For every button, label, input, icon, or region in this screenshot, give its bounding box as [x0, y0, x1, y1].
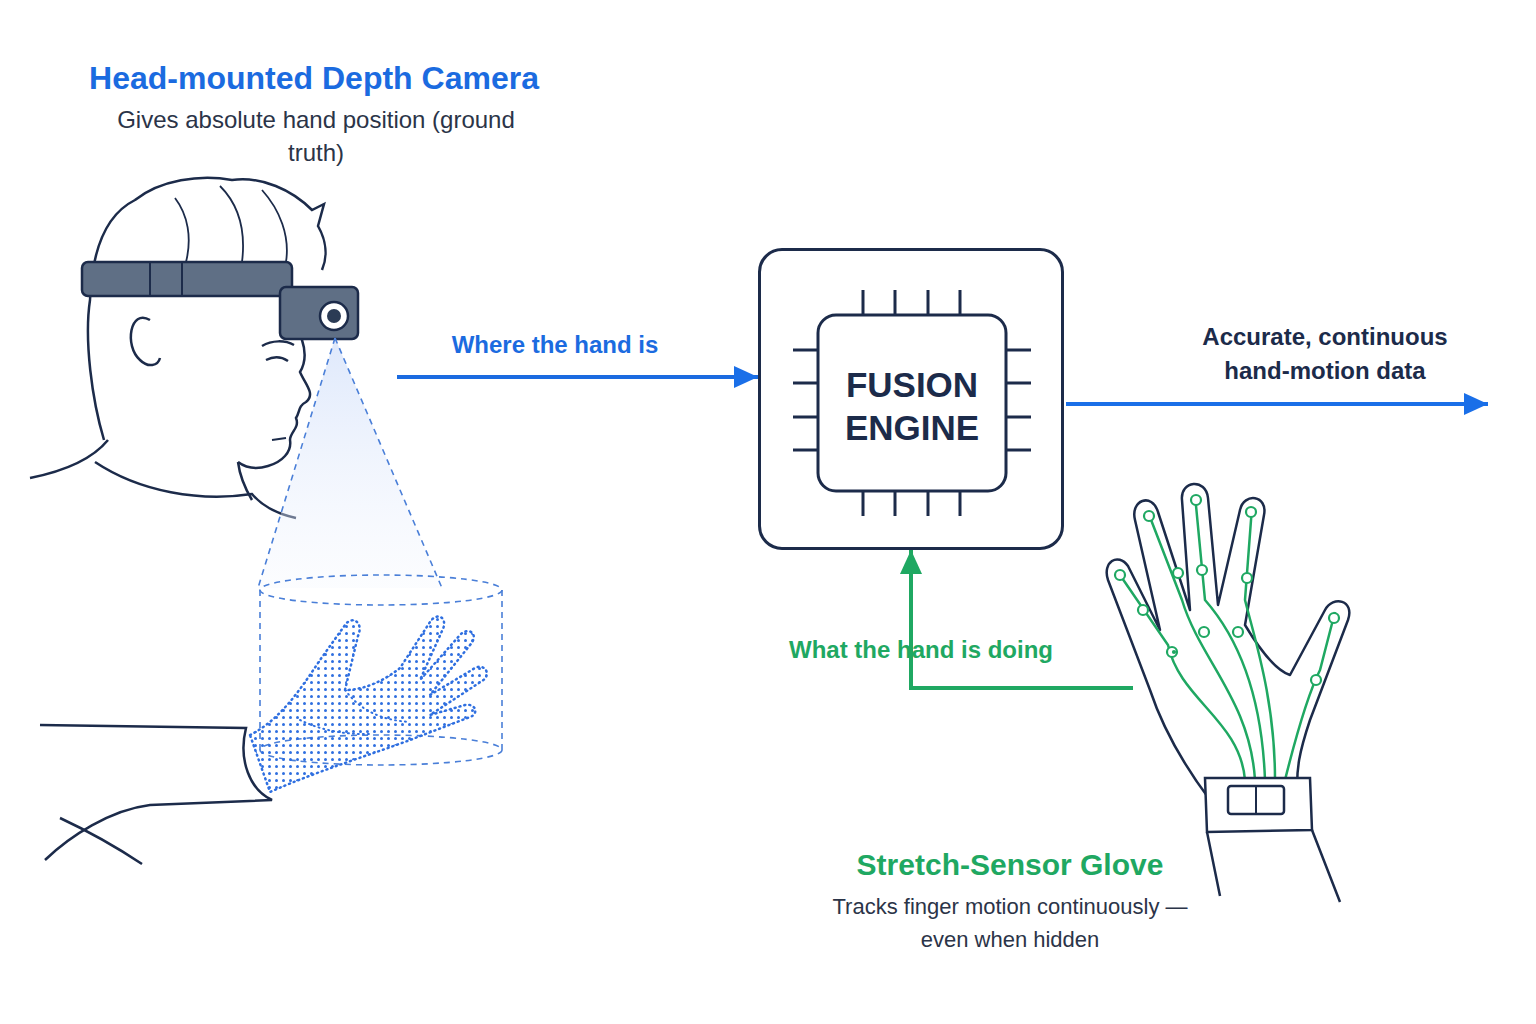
- sensor-node: [1329, 613, 1339, 623]
- hair-strands: [175, 186, 287, 262]
- output-label: Accurate, continuous hand-motion data: [1175, 320, 1475, 388]
- process-box: FUSION ENGINE: [758, 248, 1064, 550]
- eyebrow: [262, 341, 294, 346]
- node-description: Gives absolute hand position (ground tru…: [116, 103, 516, 169]
- glove-cuff: [1205, 778, 1312, 832]
- sensor-node: [1242, 573, 1252, 583]
- sensor-node: [1197, 565, 1207, 575]
- sensor-node: [1191, 495, 1201, 505]
- edge-label: What the hand is doing: [761, 634, 1081, 666]
- node-heading: Head-mounted Depth Camera: [34, 58, 594, 98]
- node-description: Tracks finger motion continuously — even…: [810, 890, 1210, 956]
- sensor-node: [1173, 568, 1183, 578]
- sensor-node: [1173, 651, 1175, 653]
- sensor-node: [1115, 570, 1125, 580]
- sleeve-fold: [60, 818, 142, 864]
- head-strap: [82, 262, 292, 296]
- flow-arrow: [911, 550, 1133, 688]
- sensor-node: [1246, 507, 1256, 517]
- node-heading: Stretch-Sensor Glove: [800, 846, 1220, 884]
- flow-arrow: [397, 375, 758, 379]
- sleeve: [40, 725, 272, 860]
- sensor-node: [1199, 627, 1209, 637]
- neck-line: [238, 462, 252, 500]
- sensor-nodes: [1115, 495, 1339, 685]
- shirt-collar: [95, 462, 296, 518]
- shoulder-line: [30, 440, 108, 478]
- sensor-node: [1138, 605, 1148, 615]
- camera-lens-core: [327, 309, 341, 323]
- view-cone: [258, 338, 442, 588]
- strap-joints: [150, 262, 182, 296]
- glove-outline: [1107, 484, 1350, 800]
- sensor-node: [1144, 511, 1154, 521]
- process-label: FUSION ENGINE: [812, 363, 1012, 449]
- camera-body: [280, 287, 358, 339]
- glove-node: Stretch-Sensor GloveTracks finger motion…: [1133, 478, 1363, 888]
- controller-divider: [1255, 786, 1257, 814]
- hand-point-cloud: [250, 617, 487, 792]
- stretch-sensor-lines: [1120, 495, 1335, 780]
- sensor-node: [1233, 627, 1243, 637]
- sensor-node: [1311, 675, 1321, 685]
- mouth: [272, 438, 286, 440]
- forearm-lines: [1207, 830, 1340, 902]
- output-arrow: [1066, 402, 1488, 406]
- chip-pins: [793, 290, 1031, 516]
- ear: [131, 318, 160, 365]
- camera-lens: [320, 302, 348, 330]
- view-cone-edges: [258, 338, 442, 588]
- glove-controller: [1228, 786, 1284, 814]
- sensor-node: [1167, 647, 1177, 657]
- eye: [266, 357, 288, 361]
- camera-node: Head-mounted Depth CameraGives absolute …: [40, 55, 397, 875]
- hand-point-cloud-detail: [300, 690, 410, 734]
- edge-label: Where the hand is: [395, 329, 715, 361]
- capture-volume-top: [260, 575, 502, 605]
